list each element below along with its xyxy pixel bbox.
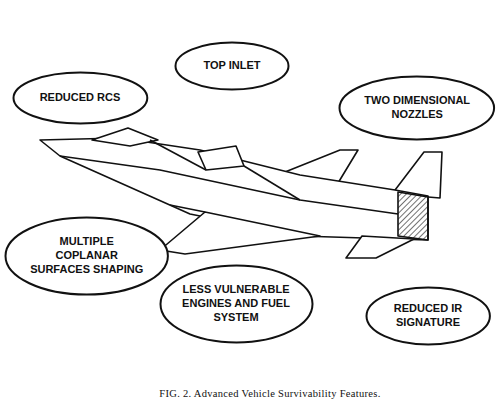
callout-oval: TOP INLET — [174, 41, 290, 91]
two-dimensional-nozzle — [398, 192, 428, 240]
horizontal-tail — [346, 236, 414, 258]
near-wing — [160, 212, 320, 254]
callout-text: LESS VULNERABLE ENGINES AND FUEL SYSTEM — [181, 283, 291, 324]
callout-oval: TWO DIMENSIONAL NOZZLES — [338, 75, 496, 141]
oval-outline — [13, 73, 147, 124]
callout-text: TOP INLET — [192, 59, 272, 73]
callout-oval: MULTIPLE COPLANAR SURFACES SHAPING — [4, 216, 169, 296]
callout-text: REDUCED RCS — [32, 91, 128, 105]
panel-line — [150, 140, 206, 170]
canopy — [92, 128, 158, 146]
callout-oval: LESS VULNERABLE ENGINES AND FUEL SYSTEM — [159, 264, 314, 344]
callout-oval: REDUCED IR SIGNATURE — [365, 286, 491, 346]
oval-outline — [160, 266, 312, 343]
callout-text: REDUCED IR SIGNATURE — [384, 302, 472, 330]
callout-oval: REDUCED RCS — [12, 71, 149, 125]
figure-caption: FIG. 2. Advanced Vehicle Survivability F… — [60, 388, 480, 399]
callout-text: TWO DIMENSIONAL NOZZLES — [361, 94, 473, 122]
panel-line — [60, 156, 398, 214]
panel-line — [244, 166, 300, 200]
oval-outline — [176, 43, 289, 90]
oval-outline — [366, 288, 489, 345]
callout-text: MULTIPLE COPLANAR SURFACES SHAPING — [28, 235, 146, 276]
panel-line — [170, 205, 205, 212]
oval-outline — [6, 218, 168, 295]
oval-outline — [340, 77, 495, 140]
top-inlet — [198, 146, 244, 170]
